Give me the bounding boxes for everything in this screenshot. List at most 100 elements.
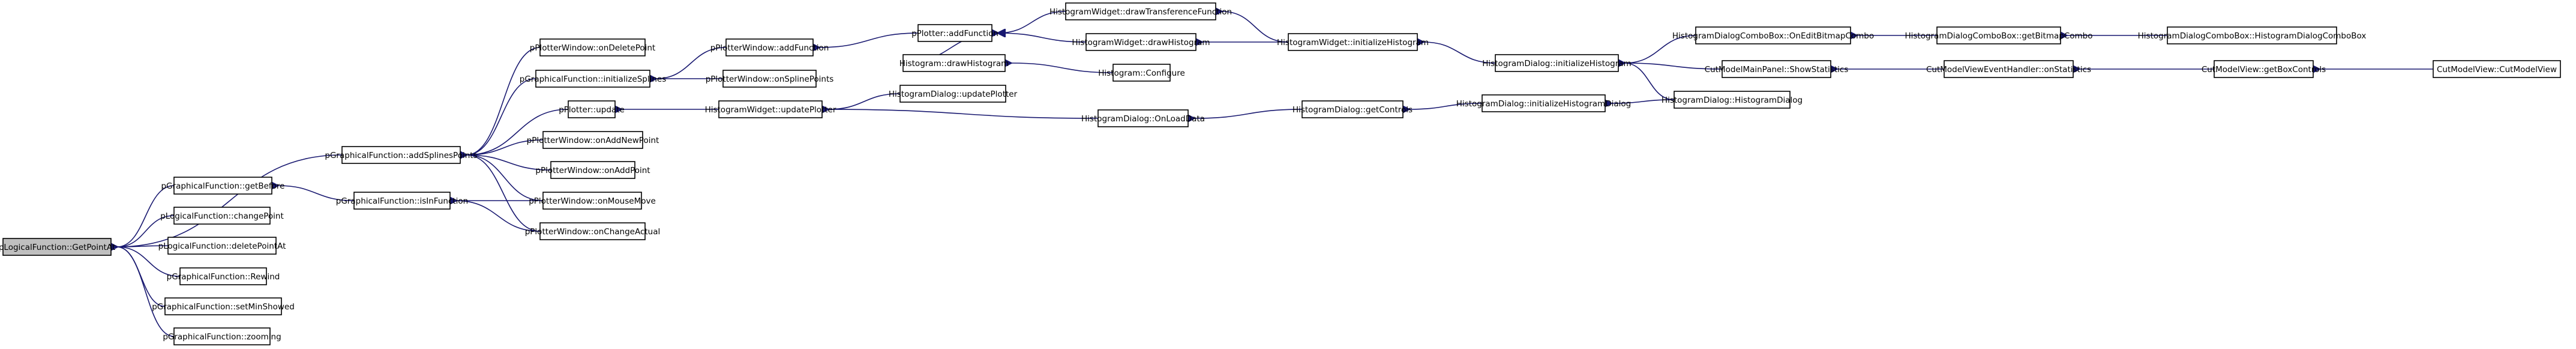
graph-node-pplotterwindow-onchangeactual[interactable]: pPlotterWindow::onChangeActual xyxy=(525,222,661,240)
node-label: HistogramDialogComboBox::OnEditBitmapCom… xyxy=(1672,31,1874,41)
graph-node-plogicalfunction-getpointat[interactable]: pLogicalFunction::GetPointAt xyxy=(0,238,115,256)
node-box[interactable] xyxy=(1302,100,1404,118)
node-label: pGraphicalFunction::initializeSplines xyxy=(520,74,667,84)
node-box[interactable] xyxy=(568,100,616,118)
graph-node-pplotterwindow-onaddnewpoint[interactable]: pPlotterWindow::onAddNewPoint xyxy=(527,131,659,149)
graph-node-pgraphicalfunction-initializesplines[interactable]: pGraphicalFunction::initializeSplines xyxy=(520,70,667,88)
node-box[interactable] xyxy=(542,131,643,149)
node-box[interactable] xyxy=(1936,26,2061,44)
node-box[interactable] xyxy=(1944,60,2074,78)
node-box[interactable] xyxy=(164,297,282,315)
graph-node-histogram-drawhistogram[interactable]: Histogram::drawHistogram xyxy=(899,54,1009,72)
graph-node-pgraphicalfunction-addsplinespoints[interactable]: pGraphicalFunction::addSplinesPoints xyxy=(325,146,478,164)
node-box[interactable] xyxy=(2214,60,2314,78)
graph-node-histogramdialog-initializehistogram[interactable]: HistogramDialog::initializeHistogram xyxy=(1482,54,1632,72)
node-box[interactable] xyxy=(1482,94,1606,112)
graph-node-pgraphicalfunction-rewind[interactable]: pGraphicalFunction::Rewind xyxy=(167,267,280,285)
graph-node-pplotter-update[interactable]: pPlotter::update xyxy=(559,100,625,118)
graph-node-pgraphicalfunction-setminshowed[interactable]: pGraphicalFunction::setMinShowed xyxy=(152,297,295,315)
node-box[interactable] xyxy=(899,85,1006,103)
graph-node-histogramwidget-updateplotter[interactable]: HistogramWidget::updatePlotter xyxy=(705,100,836,118)
graph-node-pplotterwindow-onaddpoint[interactable]: pPlotterWindow::onAddPoint xyxy=(535,161,650,179)
node-label: HistogramDialog::OnLoadData xyxy=(1081,114,1205,124)
node-box[interactable] xyxy=(542,192,642,210)
graph-node-pplotterwindow-ondeletepoint[interactable]: pPlotterWindow::onDeletePoint xyxy=(530,38,655,56)
node-box[interactable] xyxy=(917,24,992,42)
graph-node-plogicalfunction-changepoint[interactable]: pLogicalFunction::changePoint xyxy=(160,207,284,225)
graph-node-pplotterwindow-onmousemove[interactable]: pPlotterWindow::onMouseMove xyxy=(529,192,656,210)
node-label: CutModelView::getBoxControls xyxy=(2202,65,2326,74)
node-label: HistogramDialog::HistogramDialog xyxy=(1662,96,1803,105)
call-edge-pplotterwindow-ondeletepoint-to-pgraphicalfunction-addsplinespoints xyxy=(466,47,541,155)
node-box[interactable] xyxy=(341,146,461,164)
node-box[interactable] xyxy=(1112,64,1171,82)
call-edge-histogram-configure-to-histogram-drawhistogram xyxy=(1011,63,1114,73)
node-box[interactable] xyxy=(2167,26,2337,44)
node-box[interactable] xyxy=(1695,26,1851,44)
node-box[interactable] xyxy=(1674,91,1791,109)
node-box[interactable] xyxy=(353,192,451,210)
graph-node-histogramdialogcombobox-getbitmapcombo[interactable]: HistogramDialogComboBox::getBitmapCombo xyxy=(1905,26,2093,44)
graph-node-pgraphicalfunction-zooming[interactable]: pGraphicalFunction::zooming xyxy=(163,327,281,345)
node-box[interactable] xyxy=(535,70,650,88)
node-label: pGraphicalFunction::isInFunction xyxy=(336,196,468,206)
node-box[interactable] xyxy=(173,207,271,225)
graph-node-histogramdialog-getcontrols[interactable]: HistogramDialog::getControls xyxy=(1293,100,1413,118)
call-edge-plogicalfunction-changepoint-to-plogicalfunction-getpointat xyxy=(117,215,175,247)
node-box[interactable] xyxy=(2,238,112,256)
graph-node-histogramdialog-onloaddata[interactable]: HistogramDialog::OnLoadData xyxy=(1081,109,1205,127)
node-box[interactable] xyxy=(539,38,646,56)
call-edge-histogramdialog-histogramdialog-to-histogramdialog-initializehistogram xyxy=(1624,63,1675,100)
call-nodes: pLogicalFunction::GetPointAtpGraphicalFu… xyxy=(0,2,2561,345)
graph-node-cutmodelview-cutmodelview[interactable]: CutModelView::CutModelView xyxy=(2433,60,2561,78)
node-box[interactable] xyxy=(1065,2,1216,20)
node-label: HistogramWidget::drawTransferenceFunctio… xyxy=(1049,7,1232,17)
node-box[interactable] xyxy=(173,177,272,195)
node-box[interactable] xyxy=(1085,33,1196,51)
graph-node-plogicalfunction-deletepointat[interactable]: pLogicalFunction::deletePointAt xyxy=(158,237,286,255)
graph-node-histogramwidget-drawtransferencefunction[interactable]: HistogramWidget::drawTransferenceFunctio… xyxy=(1049,2,1232,20)
call-edge-pgraphicalfunction-setminshowed-to-plogicalfunction-getpointat xyxy=(117,247,166,307)
node-label: pPlotterWindow::onMouseMove xyxy=(529,196,656,206)
node-label: pLogicalFunction::changePoint xyxy=(160,211,284,221)
node-box[interactable] xyxy=(173,327,271,345)
graph-node-cutmodelmainpanel-showstatistics[interactable]: CutModelMainPanel::ShowStatistics xyxy=(1705,60,1849,78)
call-edge-pgraphicalfunction-getbefore-to-plogicalfunction-getpointat xyxy=(117,185,175,247)
node-box[interactable] xyxy=(722,70,817,88)
call-edge-pplotter-addfunction-to-pplotterwindow-addfunction xyxy=(819,32,919,47)
graph-node-pgraphicalfunction-getbefore[interactable]: pGraphicalFunction::getBefore xyxy=(161,177,285,195)
graph-node-histogramdialogcombobox-histogramdialogcombobox[interactable]: HistogramDialogComboBox::HistogramDialog… xyxy=(2138,26,2367,44)
call-edge-histogramwidget-drawhistogram-to-pplotter-addfunction xyxy=(998,33,1087,43)
node-box[interactable] xyxy=(718,100,823,118)
node-box[interactable] xyxy=(167,237,277,255)
node-box[interactable] xyxy=(1722,60,1831,78)
graph-node-histogramdialogcombobox-oneditbitmapcombo[interactable]: HistogramDialogComboBox::OnEditBitmapCom… xyxy=(1672,26,1874,44)
call-edge-pgraphicalfunction-initializesplines-to-pgraphicalfunction-addsplinespoints xyxy=(466,78,536,155)
node-box[interactable] xyxy=(1288,33,1418,51)
node-box[interactable] xyxy=(1097,109,1189,127)
graph-node-pplotterwindow-addfunction[interactable]: pPlotterWindow::addFunction xyxy=(710,38,829,56)
graph-node-cutmodelvieweventhandler-onstatistics[interactable]: CutModelViewEventHandler::onStatistics xyxy=(1926,60,2091,78)
node-box[interactable] xyxy=(1495,54,1619,72)
call-edge-histogramdialogcombobox-oneditbitmapcombo-to-histogramdialog-initializehistogram xyxy=(1624,35,1696,63)
graph-node-histogramwidget-initializehistogram[interactable]: HistogramWidget::initializeHistogram xyxy=(1277,33,1429,51)
node-box[interactable] xyxy=(539,222,646,240)
graph-node-histogram-configure[interactable]: Histogram::Configure xyxy=(1098,64,1185,82)
graph-node-histogramdialog-initializehistogramdialog[interactable]: HistogramDialog::initializeHistogramDial… xyxy=(1456,94,1631,112)
node-label: CutModelView::CutModelView xyxy=(2437,65,2557,74)
graph-node-histogramdialog-histogramdialog[interactable]: HistogramDialog::HistogramDialog xyxy=(1662,91,1803,109)
node-box[interactable] xyxy=(902,54,1006,72)
graph-node-pplotterwindow-onsplinepoints[interactable]: pPlotterWindow::onSplinePoints xyxy=(706,70,834,88)
node-label: pPlotterWindow::addFunction xyxy=(710,43,829,53)
node-box[interactable] xyxy=(550,161,635,179)
graph-node-histogramwidget-drawhistogram[interactable]: HistogramWidget::drawHistogram xyxy=(1072,33,1210,51)
node-box[interactable] xyxy=(179,267,267,285)
call-edge-histogramdialog-initializehistogramdialog-to-histogramdialog-getcontrols xyxy=(1409,103,1483,109)
graph-node-histogramdialog-updateplotter[interactable]: HistogramDialog::updatePlotter xyxy=(889,85,1018,103)
call-edge-pgraphicalfunction-zooming-to-plogicalfunction-getpointat xyxy=(117,247,175,337)
graph-node-pgraphicalfunction-isinfunction[interactable]: pGraphicalFunction::isInFunction xyxy=(336,192,468,210)
node-box[interactable] xyxy=(725,38,814,56)
node-box[interactable] xyxy=(2433,60,2561,78)
graph-node-cutmodelview-getboxcontrols[interactable]: CutModelView::getBoxControls xyxy=(2202,60,2326,78)
graph-node-pplotter-addfunction[interactable]: pPlotter::addFunction xyxy=(911,24,998,42)
